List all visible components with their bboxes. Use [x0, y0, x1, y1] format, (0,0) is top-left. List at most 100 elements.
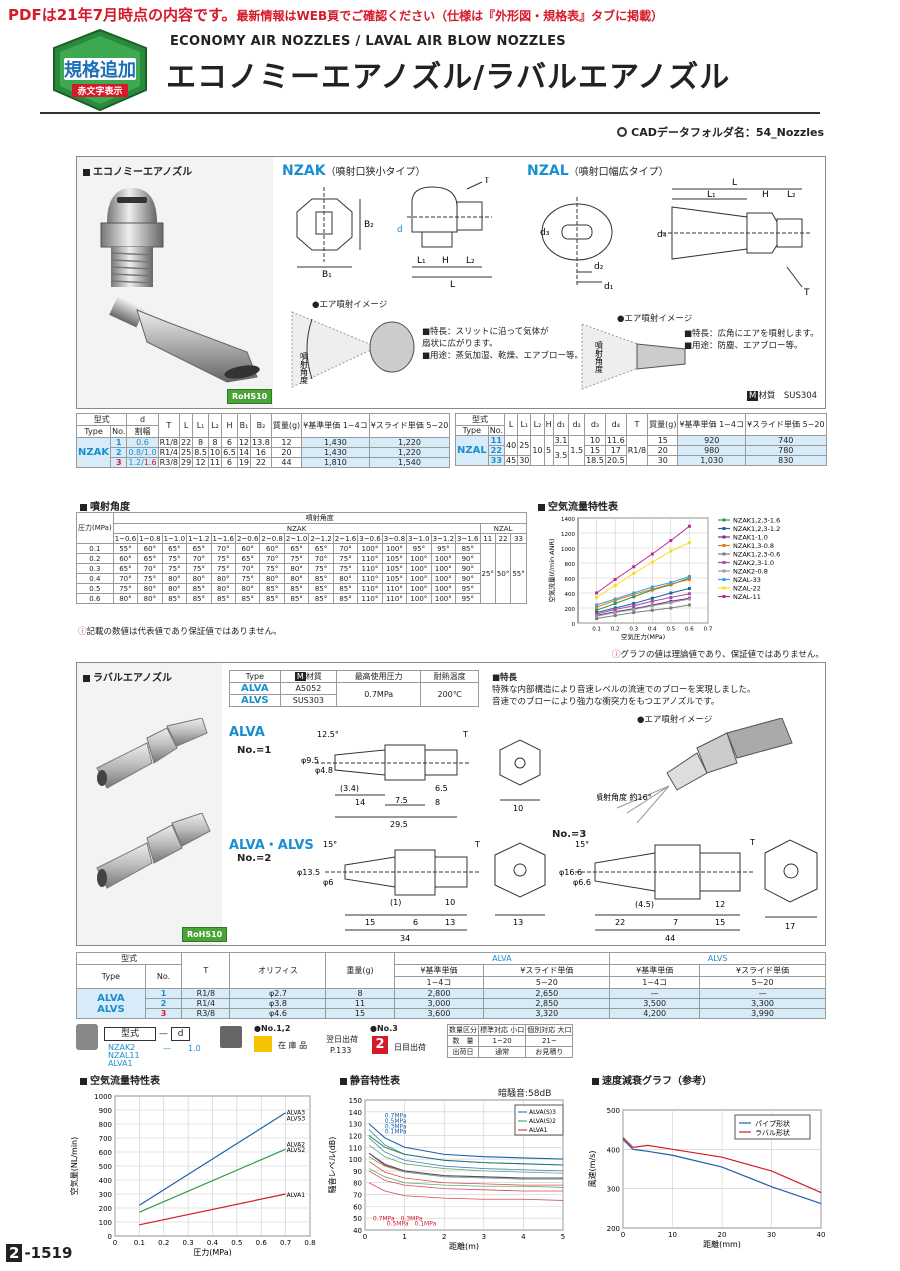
angle-cell: 80° — [210, 573, 236, 584]
th-h: H — [221, 413, 238, 438]
cell: 3,300 — [699, 998, 826, 1009]
y-tick-label: 150 — [349, 1097, 362, 1105]
angle-col-header: 2~0.8 — [259, 533, 285, 544]
angle-cell: 95° — [455, 593, 481, 604]
nzak-title: NZAK — [282, 163, 326, 179]
angle-cell: 110° — [381, 593, 408, 604]
y-axis-label: 空気量(NL/min) — [69, 1137, 79, 1195]
cell: — — [609, 988, 701, 999]
legend-label: パイプ形状 — [755, 1119, 790, 1128]
subtitle-en: ECONOMY AIR NOZZLES / LAVAL AIR BLOW NOZ… — [170, 34, 566, 49]
legend-label: NZAL-22 — [733, 585, 761, 593]
disc-icon — [617, 127, 628, 137]
cell: 6.5 — [221, 447, 238, 458]
dim: φ6.6 — [573, 878, 591, 887]
angle-col-header: 1~1.0 — [161, 533, 188, 544]
th-l1: L₁ — [192, 413, 209, 438]
th-orifice: オリフィス — [229, 952, 327, 989]
data-point — [687, 541, 691, 545]
th-mass: 質量(g) — [647, 413, 679, 436]
cell: φ3.8 — [229, 998, 327, 1009]
data-point — [595, 605, 599, 609]
legend-label: NZAL-11 — [733, 593, 761, 601]
nzal-feature: ■特長：広角にエアを噴射します。 — [684, 329, 819, 339]
data-point — [595, 612, 599, 616]
order-ex1: NZAK2 — [108, 1043, 136, 1052]
th-type: Type — [229, 670, 281, 683]
dim: 10 — [513, 804, 523, 813]
cell: 25 — [178, 447, 194, 458]
pressure-label: 0.7MPa — [373, 1216, 395, 1223]
pressure-label: 0.3MPa — [401, 1216, 423, 1223]
dim-d: d — [397, 225, 403, 235]
x-tick-label: 0.6 — [256, 1239, 268, 1247]
page-number: 2-1519 — [6, 1244, 72, 1262]
angle-cell: 55° — [112, 543, 139, 554]
cell: 22 — [178, 437, 194, 448]
legend-label: ALVA(S)2 — [529, 1118, 556, 1125]
th-t: T — [625, 413, 649, 436]
dim-t: T — [483, 177, 490, 186]
data-point — [595, 614, 599, 618]
d-cell: 1.2/1.6 — [126, 457, 159, 468]
y-axis-label: 騒音レベル(dB) — [327, 1137, 337, 1194]
no-cell: 11 — [487, 435, 506, 446]
series-line — [368, 1137, 564, 1172]
dim: (3.4) — [340, 784, 359, 793]
data-point — [669, 591, 673, 595]
series-line — [368, 1129, 564, 1166]
qty-cell: お見積り — [525, 1046, 574, 1058]
cell: 44 — [270, 457, 303, 468]
angle-cell: 110° — [381, 583, 408, 594]
angle-note-text: 記載の数値は代表値であり保証値ではありません。 — [86, 627, 282, 637]
cell: — — [699, 988, 826, 999]
th-l2: L₂ — [530, 413, 545, 436]
angle-cell: 85° — [234, 593, 261, 604]
angle-cell: 75° — [161, 563, 188, 574]
nzak-drawing: B₁ B₂ d L₁ H L₂ L T — [296, 177, 492, 290]
order-examples: NZAK2 NZAL11 ALVA1 — [108, 1044, 140, 1068]
data-point — [687, 587, 691, 590]
order-no12: ●No.1,2 — [254, 1024, 291, 1033]
legend-marker — [722, 552, 726, 556]
no-cell: 2 — [110, 447, 128, 458]
table-row: ALVS SUS303 — [229, 694, 479, 707]
cell: 15 — [325, 1008, 395, 1019]
laval-photo-panel — [77, 663, 222, 945]
dim-l-nzal: L — [732, 178, 737, 188]
pressure-cell: 0.4 — [76, 573, 114, 584]
x-tick-label: 0.1 — [592, 627, 601, 633]
order-page: P.133 — [330, 1046, 352, 1055]
x-tick-label: 0.7 — [280, 1239, 291, 1247]
angle-cell: 85° — [210, 593, 236, 604]
x-tick-label: 0.5 — [231, 1239, 242, 1247]
series-line — [596, 525, 690, 594]
nzal-angle-cell: 25° — [479, 543, 496, 604]
series-line — [596, 542, 690, 598]
dim-l1: L₁ — [417, 256, 426, 266]
data-point — [613, 584, 617, 587]
angle-cell: 70° — [186, 553, 212, 564]
angle-cell: 85° — [259, 593, 285, 604]
type-cell: NZAL — [455, 435, 489, 466]
angle-cell: 85° — [186, 593, 212, 604]
y-tick-label: 1000 — [561, 547, 575, 553]
alva-alvs-heading: ALVA・ALVS — [229, 838, 314, 853]
angle-col-header: 3~1.2 — [430, 533, 457, 544]
order-nextday: 翌日出荷 — [326, 1035, 358, 1044]
order-ex2: NZAL11 — [108, 1051, 140, 1060]
y-tick-label: 0 — [108, 1233, 112, 1241]
angle-col-header: 2~1.6 — [332, 533, 359, 544]
truck-icon — [220, 1026, 242, 1048]
angle-cell: 80° — [137, 593, 163, 604]
nzak-product-photo — [100, 188, 164, 287]
data-point — [595, 617, 599, 620]
cell: 1,810 — [301, 457, 370, 468]
dim: φ6 — [323, 878, 333, 887]
th-p2: ¥スライド単価 — [699, 964, 826, 977]
y-tick-label: 100 — [99, 1219, 112, 1227]
